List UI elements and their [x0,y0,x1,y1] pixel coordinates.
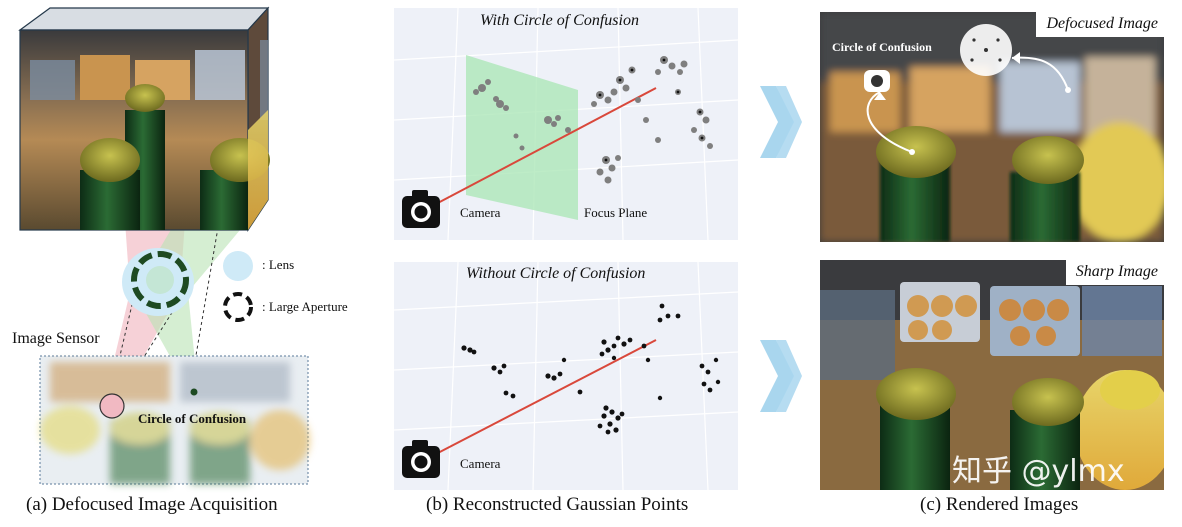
watermark: 知乎 @ylmx [952,454,1125,489]
aperture-icon [131,251,189,309]
coc-green-dot [190,388,198,396]
gaussian-plot-bottom [393,261,739,491]
sharp-image-title: Sharp Image [1065,260,1164,285]
sensor-coc-label: Circle of Confusion [138,411,247,426]
legend-aperture-label: : Large Aperture [262,299,348,314]
defocused-image-title: Defocused Image [1036,12,1164,37]
panel-a: : Lens : Large Aperture Image Sensor Cir… [0,0,380,522]
camera-label-bottom: Camera [460,456,501,471]
panel-b: With Circle of Confusion Without Circle … [388,0,754,522]
panel-b-plots [393,7,739,491]
caption-c: (c) Rendered Images [920,494,1079,515]
defocused-image: Defocused Image Circle of Confusion [820,12,1164,242]
focus-plane-label: Focus Plane [584,205,648,220]
image-sensor [39,355,310,485]
camera-label-top: Camera [460,205,501,220]
camera-ray-bottom [433,339,657,456]
panel-a-diagram [18,6,310,485]
legend-aperture-icon [223,292,253,322]
camera-icon-top [402,190,440,228]
legend-lens-icon [223,251,253,281]
legend-lens-label: : Lens [262,257,295,272]
chevron-right-icon-top [760,86,802,158]
defocused-coc-label: Circle of Confusion [832,40,932,54]
chevron-right-icon-bottom [760,340,802,412]
focus-plane [466,55,578,220]
sharp-image: Sharp Image 知乎 @ylmx [820,260,1164,490]
camera-ray-top [433,87,657,206]
caption-b: (b) Reconstructed Gaussian Points [426,494,689,515]
image-sensor-label: Image Sensor [12,330,100,347]
panel-c: Defocused Image Circle of Confusion [820,0,1182,522]
camera-icon-bottom [402,440,440,478]
coc-pink-circle [99,393,125,419]
plot-bottom-title: Without Circle of Confusion [466,265,646,282]
plot-top-title: With Circle of Confusion [480,12,639,29]
caption-a: (a) Defocused Image Acquisition [26,494,278,515]
gaussian-plot-top [393,7,739,241]
gaussian-centers-top [598,58,704,162]
sharp-gaussians [461,303,721,435]
scene-box [18,6,270,232]
